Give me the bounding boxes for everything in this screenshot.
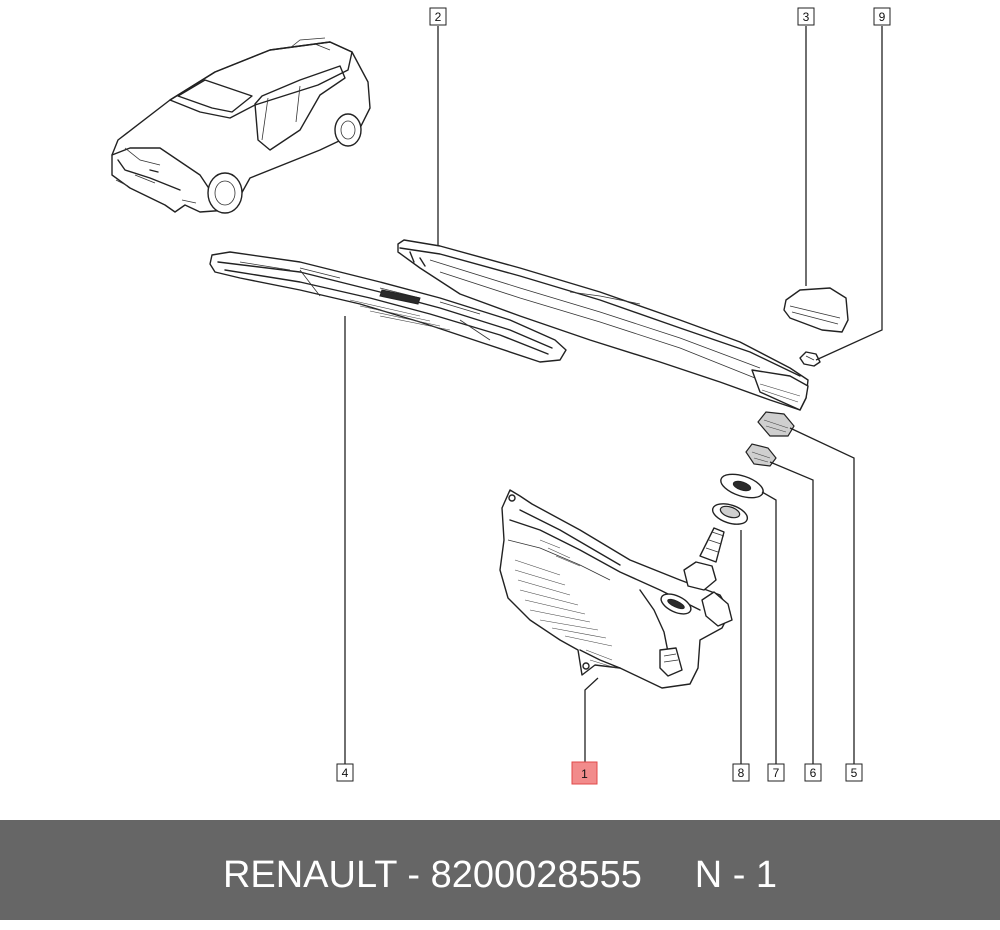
callout-label-9: 9	[879, 10, 886, 24]
part-1-wiper-motor	[499, 489, 733, 689]
part-4-wiper-blade	[209, 251, 567, 363]
callout-label-8: 8	[738, 766, 745, 780]
callout-4: 4	[336, 763, 354, 782]
car-illustration	[111, 37, 371, 214]
leader-lines	[344, 26, 883, 764]
part-6-nut	[745, 443, 777, 467]
leader-6	[769, 461, 814, 764]
leader-7	[761, 491, 777, 764]
callout-8: 8	[732, 763, 750, 782]
leader-1	[584, 677, 599, 762]
callout-label-2: 2	[435, 10, 442, 24]
callout-9: 9	[873, 7, 891, 26]
part-9-clip	[799, 351, 821, 367]
part-3-cap	[783, 287, 849, 333]
part-5-nut-cover	[757, 411, 795, 437]
leader-5	[789, 427, 855, 764]
callout-label-5: 5	[851, 766, 858, 780]
leader-9	[815, 26, 883, 361]
part-2-wiper-arm	[397, 239, 809, 411]
part-8-seal	[711, 503, 749, 525]
part-7-washer	[720, 473, 764, 499]
callout-2: 2	[429, 7, 447, 26]
callout-3: 3	[797, 7, 815, 26]
part-number-footer: RENAULT - 8200028555 N - 1	[0, 820, 1000, 920]
callout-label-1: 1	[581, 767, 588, 781]
exploded-parts-diagram: 2 3 9 4 1 8 7 6	[111, 7, 891, 785]
callout-label-7: 7	[773, 766, 780, 780]
callout-5: 5	[845, 763, 863, 782]
callout-1: 1	[571, 761, 598, 785]
callout-label-3: 3	[803, 10, 810, 24]
callout-6: 6	[804, 763, 822, 782]
callout-label-4: 4	[342, 766, 349, 780]
callout-label-6: 6	[810, 766, 817, 780]
footer-part-number-text: RENAULT - 8200028555 N - 1	[222, 854, 778, 896]
callout-7: 7	[767, 763, 785, 782]
